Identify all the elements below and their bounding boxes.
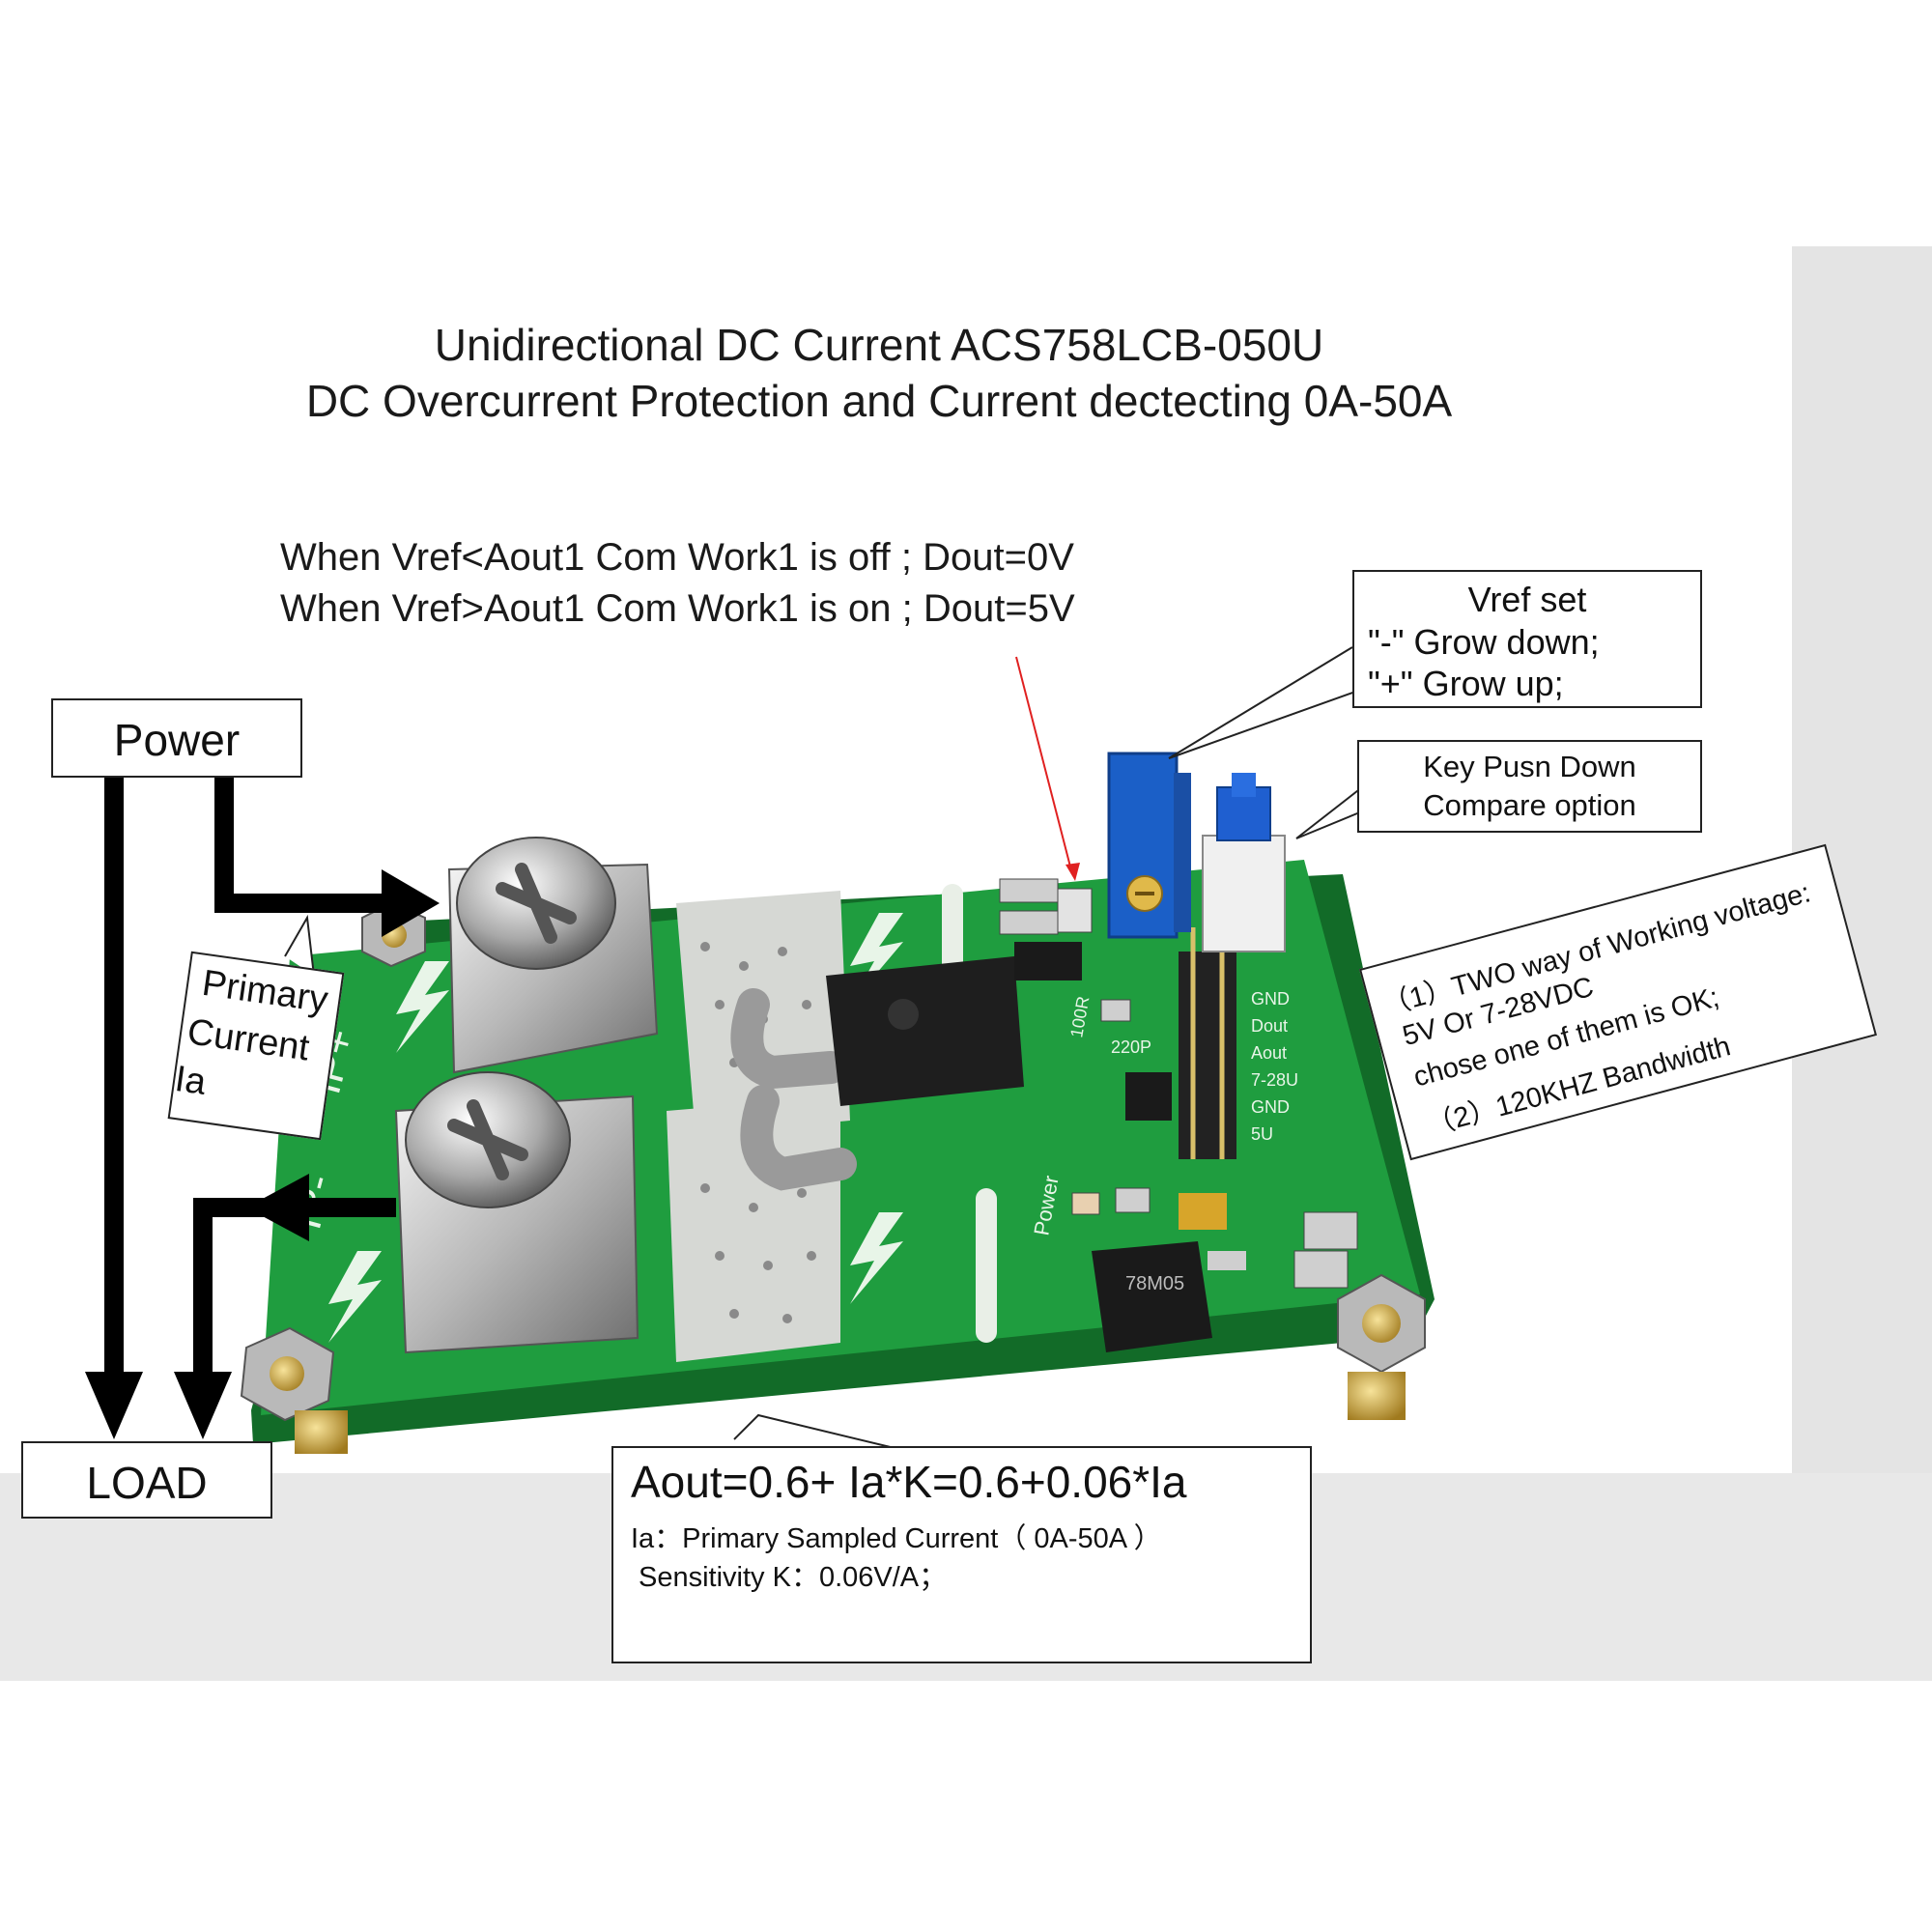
formula-callout: Aout=0.6+ Ia*K=0.6+0.06*Ia Ia：Primary Sa… bbox=[611, 1446, 1312, 1663]
key-callout-pointer bbox=[1295, 810, 1363, 839]
svg-text:Aout: Aout bbox=[1251, 1043, 1287, 1063]
svg-text:7-28U: 7-28U bbox=[1251, 1070, 1298, 1090]
logic-note-off: When Vref<Aout1 Com Work1 is off ; Dout=… bbox=[280, 536, 1074, 579]
primary-callout-pointer bbox=[284, 914, 315, 977]
lightning-icon bbox=[850, 1212, 903, 1304]
logic-note-on: When Vref>Aout1 Com Work1 is on ; Dout=5… bbox=[280, 587, 1075, 630]
pin-labels: GND Dout Aout 7-28U GND 5U bbox=[1251, 989, 1298, 1144]
svg-text:GND: GND bbox=[1251, 1097, 1290, 1117]
formula-main: Aout=0.6+ Ia*K=0.6+0.06*Ia bbox=[631, 1457, 1187, 1507]
board-slot-bottom bbox=[976, 1188, 997, 1343]
power-label-box: Power bbox=[51, 698, 302, 778]
red-pointer-head bbox=[1065, 863, 1080, 881]
standoff-nut bbox=[1337, 1273, 1426, 1374]
svg-text:78M05: 78M05 bbox=[1125, 1273, 1184, 1294]
push-button-icon bbox=[1202, 773, 1286, 952]
arrow-heads bbox=[85, 869, 440, 1439]
red-pointer-line bbox=[1015, 656, 1073, 875]
lightning-icon bbox=[396, 961, 449, 1053]
vref-callout-pointer bbox=[1168, 646, 1353, 759]
formula-line-3: Sensitivity K：0.06V/A； bbox=[639, 1562, 948, 1593]
smd-components bbox=[999, 878, 1358, 1289]
formula-callout-pointer bbox=[733, 1413, 899, 1450]
key-callout-pointer bbox=[1295, 786, 1363, 839]
load-label: LOAD bbox=[86, 1458, 208, 1508]
standoff-post bbox=[295, 1410, 348, 1454]
primary-label-line-1: Primary bbox=[199, 962, 331, 1021]
title-line-1: Unidirectional DC Current ACS758LCB-050U bbox=[434, 320, 1324, 370]
standoff-nut bbox=[240, 1326, 335, 1422]
svg-text:Dout: Dout bbox=[1251, 1016, 1288, 1036]
vref-plus: "+" Grow up; bbox=[1368, 664, 1564, 703]
formula-line-2: Ia：Primary Sampled Current（ 0A-50A ） bbox=[631, 1523, 1162, 1554]
vref-minus: "-" Grow down; bbox=[1368, 622, 1600, 662]
vref-title: Vref set bbox=[1467, 580, 1587, 619]
primary-label-line-3: Ia bbox=[172, 1058, 209, 1103]
cap-silk-label: 220P bbox=[1111, 1037, 1151, 1057]
voltage-regulator: 78M05 bbox=[1092, 1241, 1246, 1352]
svg-text:GND: GND bbox=[1251, 989, 1290, 1009]
vref-callout-pointer bbox=[1168, 685, 1373, 759]
primary-label-line-2: Current bbox=[185, 1011, 312, 1069]
key-callout: Key Pusn Down Compare option bbox=[1357, 740, 1702, 833]
lightning-icon bbox=[328, 1251, 382, 1343]
screw-terminal-icon bbox=[405, 1071, 571, 1208]
pin-header-pins bbox=[1190, 927, 1225, 1159]
title-line-2: DC Overcurrent Protection and Current de… bbox=[305, 376, 1453, 426]
pin-header bbox=[1179, 952, 1236, 1159]
standoff-post bbox=[1348, 1372, 1406, 1420]
primary-current-callout: Primary Current Ia bbox=[167, 951, 345, 1141]
current-arrows bbox=[104, 778, 396, 1381]
potentiometer-icon bbox=[1107, 752, 1191, 939]
svg-text:5U: 5U bbox=[1251, 1124, 1273, 1144]
current-sensor-ic-icon bbox=[730, 956, 1024, 1191]
key-line-2: Compare option bbox=[1423, 788, 1636, 822]
power-label: Power bbox=[113, 715, 241, 765]
key-line-1: Key Pusn Down bbox=[1423, 750, 1636, 783]
load-label-box: LOAD bbox=[21, 1441, 272, 1519]
vref-callout: Vref set "-" Grow down; "+" Grow up; bbox=[1352, 570, 1702, 708]
screw-terminal-icon bbox=[456, 837, 616, 970]
